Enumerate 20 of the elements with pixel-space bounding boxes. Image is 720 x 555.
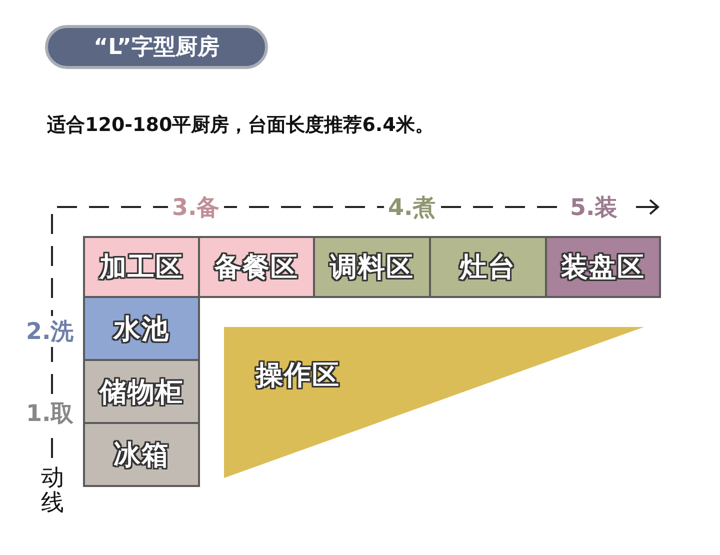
area-label: 操作区 bbox=[256, 359, 340, 393]
zone-label: 灶台 bbox=[460, 251, 516, 285]
zone-label: 水池 bbox=[114, 312, 170, 346]
zone-box bbox=[83, 236, 200, 298]
zone-box bbox=[83, 359, 200, 424]
zone-box bbox=[198, 236, 315, 298]
zone-label: 储物柜 bbox=[100, 376, 184, 410]
zone-label: 冰箱 bbox=[114, 438, 170, 472]
title-text: “L”字型厨房 bbox=[94, 34, 220, 62]
zone-box bbox=[429, 236, 547, 298]
title-pill bbox=[45, 25, 268, 69]
zone-label: 调料区 bbox=[330, 251, 414, 285]
work-area-triangle bbox=[224, 327, 644, 478]
zone-label: 备餐区 bbox=[214, 251, 298, 285]
zone-box bbox=[313, 236, 431, 298]
zone-box bbox=[545, 236, 661, 298]
zone-label: 装盘区 bbox=[561, 251, 645, 285]
zone-box bbox=[83, 422, 200, 487]
zone-box bbox=[83, 296, 200, 361]
zone-label: 加工区 bbox=[100, 251, 184, 285]
